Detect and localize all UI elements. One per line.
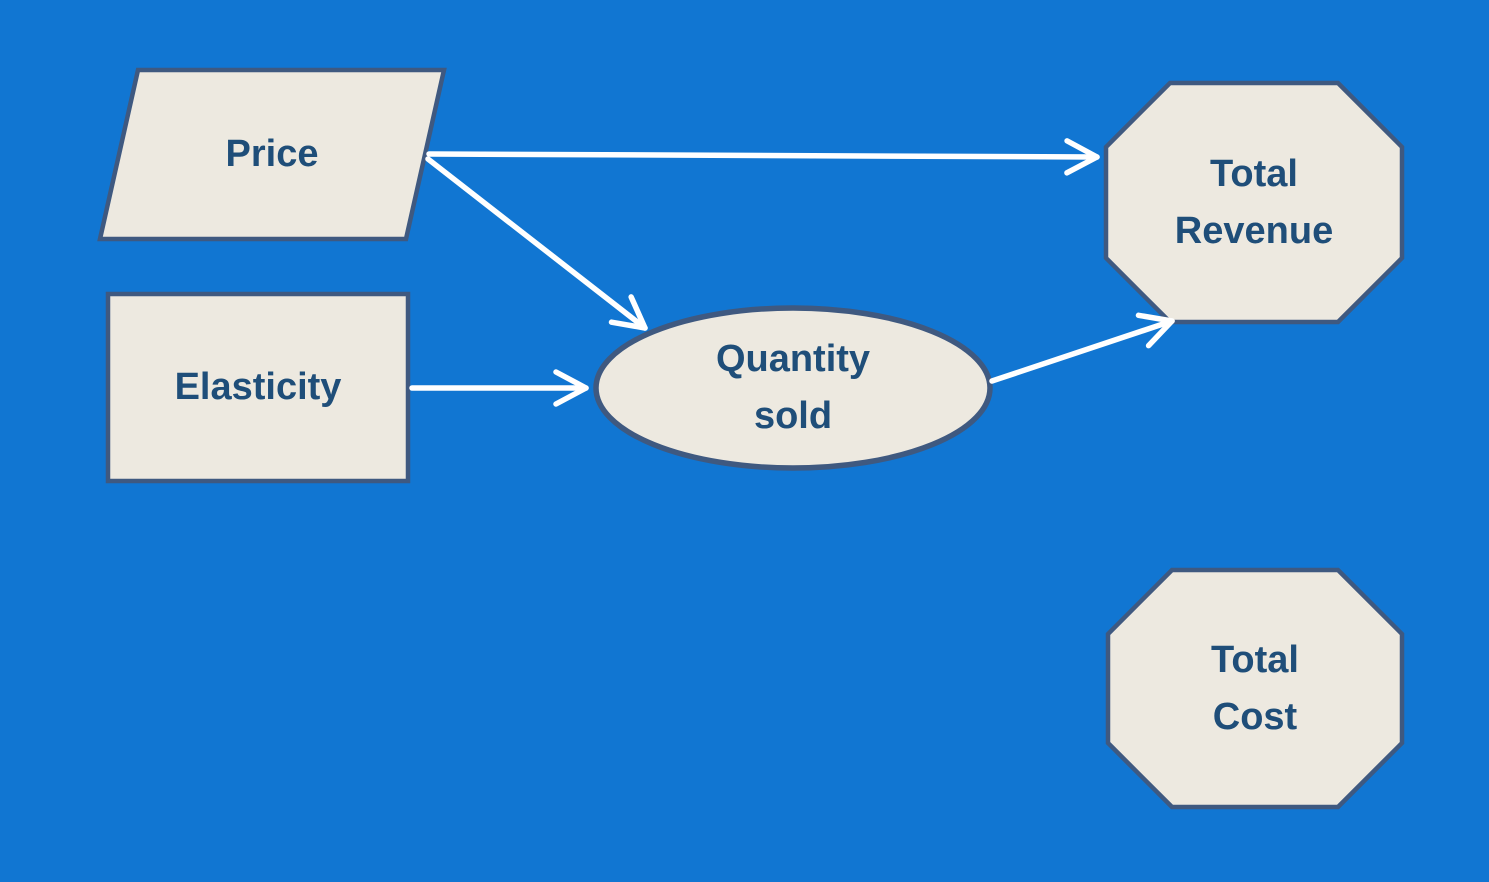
arrow-price-to-total-revenue [426, 138, 1100, 176]
arrow-price-to-quantity-sold [425, 156, 648, 331]
price-parallelogram-shape [97, 67, 447, 242]
total-cost-octagon-shape [1105, 567, 1405, 810]
total-revenue-octagon-shape [1103, 80, 1405, 325]
arrow-quantity-sold-to-total-revenue [989, 312, 1175, 384]
quantity-sold-ellipse-shape [593, 305, 993, 471]
elasticity-rectangle-shape [105, 291, 411, 484]
